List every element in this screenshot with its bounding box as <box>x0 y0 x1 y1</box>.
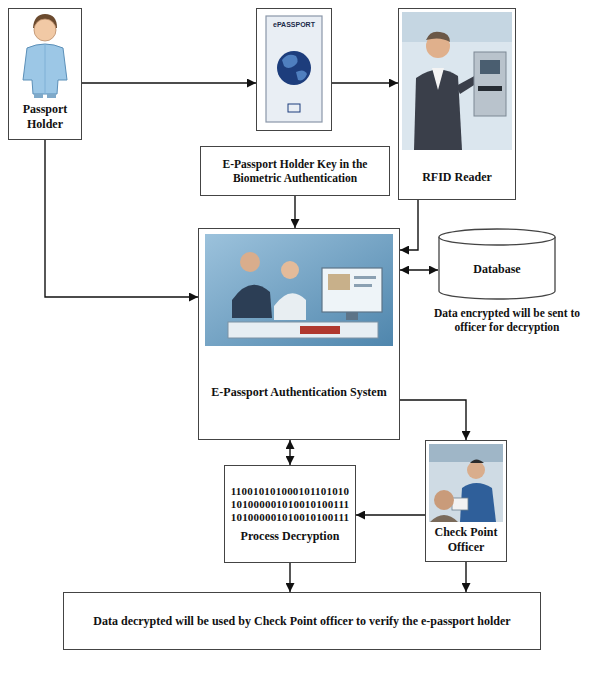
key-box: E-Passport Holder Key in the Biometric A… <box>200 146 390 196</box>
connector-arrow <box>82 82 256 83</box>
rfid-box: RFID Reader <box>398 8 516 200</box>
connector-arrow <box>400 400 466 440</box>
binary-line: 101000001010010100111 <box>228 511 352 524</box>
connector-arrow <box>289 440 290 465</box>
node-label: Data decrypted will be used by Check Poi… <box>67 614 537 629</box>
binary-line: 110010101000101101010 <box>228 485 352 498</box>
system-photo <box>205 234 393 346</box>
connector-arrow <box>400 200 418 250</box>
passport-box: ePASSPORT <box>256 8 332 131</box>
connector-arrow <box>289 563 290 592</box>
node-label: RFID Reader <box>402 170 512 185</box>
node-label: Passport Holder <box>12 102 78 131</box>
person-icon <box>23 14 67 98</box>
node-label: Database <box>441 262 553 277</box>
connector-arrow <box>45 140 198 297</box>
note-text: Data encrypted will be sent to officer f… <box>430 306 584 335</box>
connector-arrow <box>332 82 398 83</box>
result-box: Data decrypted will be used by Check Poi… <box>63 592 541 650</box>
passport-icon <box>266 16 322 122</box>
connector-arrow <box>356 514 425 515</box>
node-label: Check Point Officer <box>429 525 503 554</box>
database-cylinder: Database <box>438 228 556 300</box>
binary-line: 101000001010010100111 <box>228 498 352 511</box>
rfid-photo <box>402 12 512 150</box>
connector-arrow <box>400 269 438 270</box>
officer-box: Check Point Officer <box>425 440 507 562</box>
person-box: Passport Holder <box>8 8 82 140</box>
connector-arrow <box>294 196 295 228</box>
system-box: E-Passport Authentication System <box>198 228 400 440</box>
node-label: E-Passport Holder Key in the Biometric A… <box>204 157 386 185</box>
connector-arrow <box>465 562 466 592</box>
node-label: ePASSPORT <box>260 21 328 30</box>
node-label: E-Passport Authentication System <box>202 385 396 400</box>
decryption-box: 1100101010001011010101010000010100101001… <box>224 465 356 563</box>
node-label: Process Decryption <box>228 529 352 544</box>
officer-photo <box>429 444 503 522</box>
